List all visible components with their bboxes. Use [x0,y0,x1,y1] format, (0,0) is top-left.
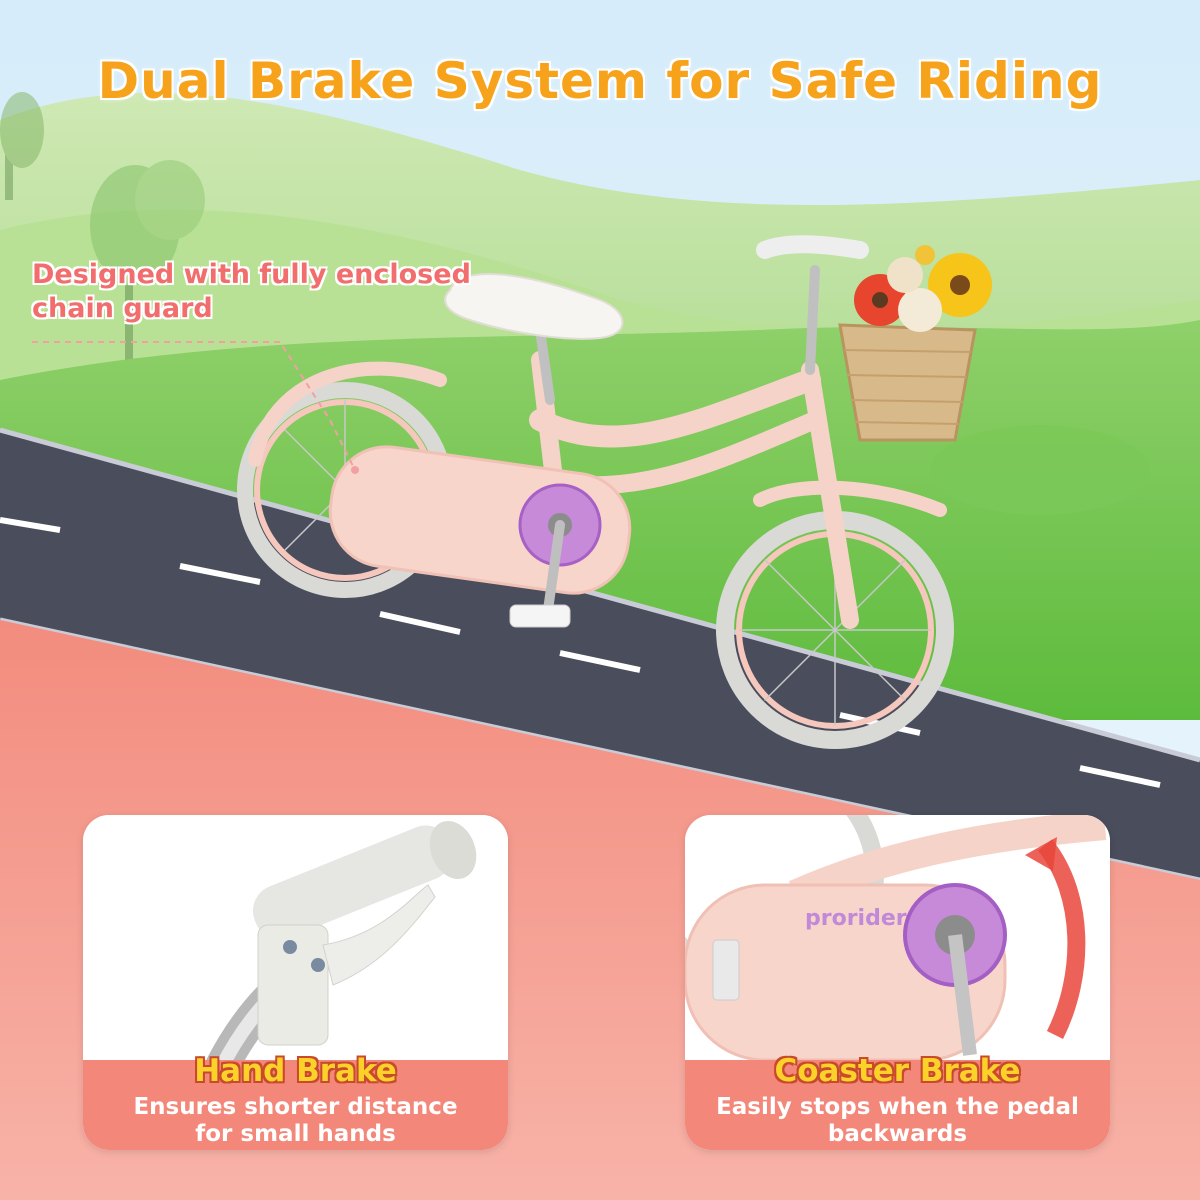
coaster-brake-caption: Coaster Brake [774,1053,1021,1089]
road [0,430,1200,880]
hand-brake-desc-line-1: Ensures shorter distance [133,1094,458,1120]
callout-pointer [32,341,356,471]
hand-brake-caption: Hand Brake [194,1053,397,1089]
coaster-brake-desc-line-2: backwards [827,1121,968,1147]
callout-line-1: Designed with fully enclosed [32,259,471,290]
tree-left [0,92,44,200]
hand-brake-card: Hand Brake Ensures shorter distance for … [83,815,508,1150]
road-markings [0,517,1161,788]
saddle [444,272,624,340]
tree-mid [90,160,205,360]
page-title: Dual Brake System for Safe Riding [97,52,1103,110]
hand-brake-desc-line-2: for small hands [195,1121,396,1147]
coaster-brake-description: Easily stops when the pedal backwards [685,1094,1110,1148]
coaster-brake-desc-line-1: Easily stops when the pedal [716,1094,1079,1120]
bush [930,425,1150,515]
callout-line-2: chain guard [32,293,213,324]
hand-brake-band [83,1060,508,1150]
coaster-brake-band [685,1060,1110,1150]
chain-guard-callout: Designed with fully enclosed chain guard [32,258,471,326]
frame [529,369,821,448]
coaster-brake-card: prorider Coaster Brake Easily stops when… [685,815,1110,1150]
hand-brake-description: Ensures shorter distance for small hands [83,1094,508,1148]
brand-logo: prorider [805,906,907,931]
bicycle [237,235,992,749]
